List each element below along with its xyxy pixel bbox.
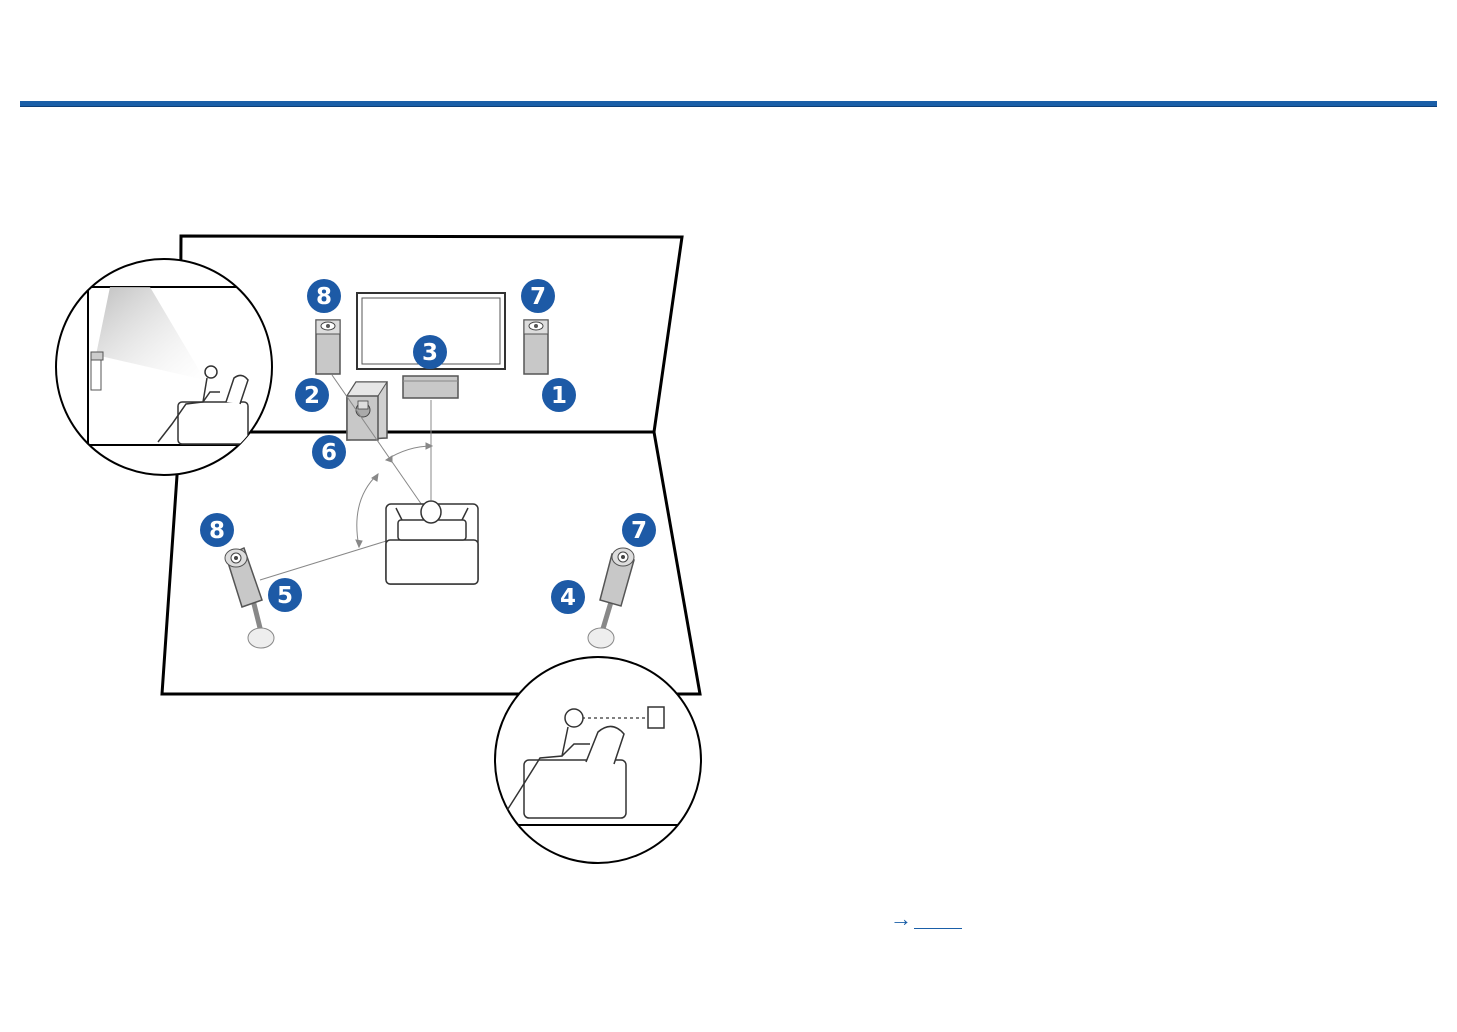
badge-subwoofer: 6 xyxy=(312,435,346,469)
badge-number: 5 xyxy=(277,583,293,609)
badge-number: 7 xyxy=(530,284,546,310)
badge-surround-left-height: 8 xyxy=(200,513,234,547)
badge-front-right-height: 7 xyxy=(521,279,555,313)
subwoofer-icon xyxy=(347,382,387,440)
badge-number: 7 xyxy=(631,518,647,544)
badge-number: 8 xyxy=(209,518,225,544)
badge-surround-left: 5 xyxy=(268,578,302,612)
reference-link[interactable]: → xyxy=(890,906,962,932)
badge-center: 3 xyxy=(413,335,447,369)
arrow-icon: → xyxy=(890,906,912,932)
center-speaker-icon xyxy=(403,376,458,398)
badge-number: 6 xyxy=(321,440,337,466)
badge-number: 2 xyxy=(304,383,320,409)
badge-surround-right-height: 7 xyxy=(622,513,656,547)
badge-front-right: 1 xyxy=(542,378,576,412)
listener-sofa-icon xyxy=(386,501,478,584)
reference-link-underline xyxy=(914,928,962,929)
badge-number: 3 xyxy=(422,340,438,366)
front-right-speaker-icon xyxy=(524,320,548,374)
badge-number: 8 xyxy=(316,284,332,310)
badge-number: 1 xyxy=(551,383,567,409)
badge-front-left-height: 8 xyxy=(307,279,341,313)
front-left-speaker-icon xyxy=(316,320,340,374)
badge-surround-right: 4 xyxy=(551,580,585,614)
badge-front-left: 2 xyxy=(295,378,329,412)
inset-height-reflection xyxy=(56,259,272,475)
badge-number: 4 xyxy=(560,585,576,611)
